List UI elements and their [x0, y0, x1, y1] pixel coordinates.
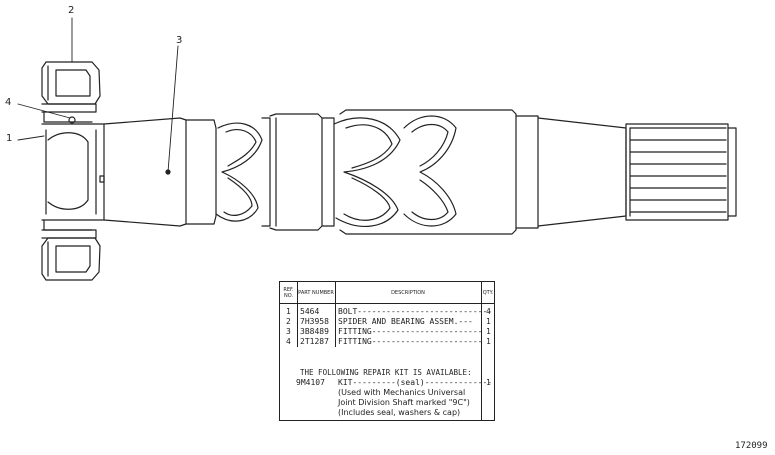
- col-divider-2: [335, 282, 336, 347]
- row-desc: SPIDER AND BEARING ASSEM.---: [338, 317, 473, 326]
- row-part: 5464: [300, 307, 320, 316]
- row-ref: 2: [286, 317, 291, 326]
- callout-2: 2: [68, 5, 75, 16]
- callout-3: 3: [176, 35, 183, 46]
- repair-kit-heading: THE FOLLOWING REPAIR KIT IS AVAILABLE:: [300, 368, 472, 377]
- row-ref: 3: [286, 327, 291, 336]
- row-desc: FITTING-----------------------: [338, 337, 483, 346]
- col-divider-1: [297, 282, 298, 347]
- row-ref: 1: [286, 307, 291, 316]
- callout-4: 4: [5, 97, 12, 108]
- repair-kit-desc-line: (Used with Mechanics Universal: [338, 388, 466, 397]
- repair-kit-qty: 1: [486, 378, 491, 387]
- drawing-number: 172099: [735, 441, 768, 451]
- row-desc: FITTING-----------------------: [338, 327, 483, 336]
- leader-lines: [17, 17, 179, 173]
- upper-bearing-cap: [41, 61, 101, 123]
- header-part: PART NUMBER: [298, 289, 334, 296]
- parts-table-header: REF. NO. PART NUMBER DESCRIPTION QTY.: [280, 282, 494, 304]
- header-qty: QTY.: [482, 289, 494, 296]
- row-part: 2T1287: [300, 337, 329, 346]
- repair-kit-part: 9M4107: [296, 378, 325, 387]
- row-qty: 1: [486, 337, 491, 346]
- col-divider-3: [481, 282, 482, 420]
- row-qty: 1: [486, 317, 491, 326]
- lower-bearing-cap: [41, 219, 101, 281]
- row-part: 3B8489: [300, 327, 329, 336]
- yoke: [41, 116, 105, 221]
- callout-1: 1: [6, 133, 13, 144]
- shaft-tube: [103, 109, 517, 235]
- row-part: 7H3958: [300, 317, 329, 326]
- header-desc: DESCRIPTION: [391, 289, 425, 296]
- repair-kit-desc-line: (Includes seal, washers & cap): [338, 408, 461, 417]
- repair-kit-desc-line: Joint Division Shaft marked "9C"): [338, 398, 470, 407]
- row-qty: 4: [486, 307, 491, 316]
- repair-kit-desc-line: KIT---------(seal)--------------: [338, 378, 493, 387]
- row-qty: 1: [486, 327, 491, 336]
- splined-shaft: [515, 115, 737, 229]
- header-ref: REF. NO.: [283, 286, 294, 299]
- row-desc: BOLT----------------------------: [338, 307, 493, 316]
- row-ref: 4: [286, 337, 291, 346]
- parts-table: REF. NO. PART NUMBER DESCRIPTION QTY. 1 …: [279, 281, 495, 421]
